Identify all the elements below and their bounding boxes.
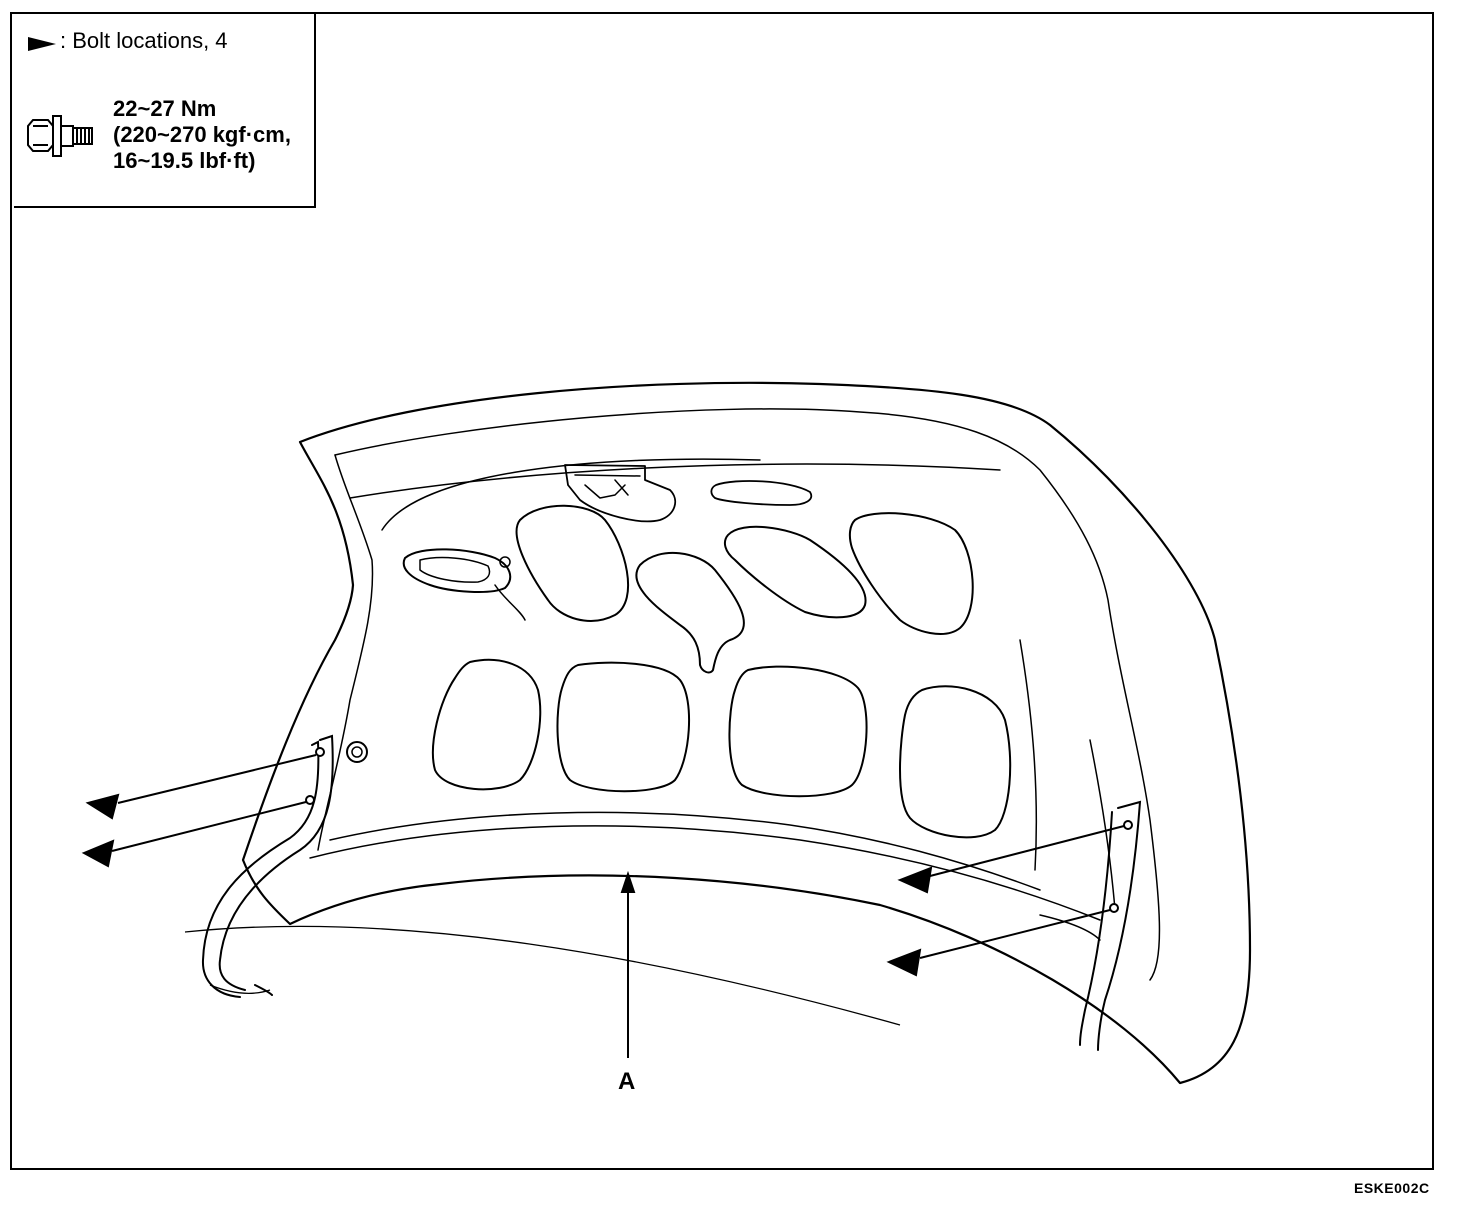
callout-label-a: A [618, 1068, 636, 1095]
figure-frame [10, 12, 1434, 1170]
bolt-hole-right-upper [1123, 820, 1133, 830]
bolt-arrowhead-right-upper [897, 866, 933, 894]
trunk-lid [241, 381, 1252, 1085]
vehicle-body-lines [184, 925, 901, 1026]
right-hinge [1079, 800, 1142, 1051]
torque-value-kgfcm: (220~270 kgf·cm, [113, 122, 291, 147]
bolt-locations-label: : Bolt locations, 4 [60, 28, 228, 53]
arrowhead-marker-icon [28, 37, 56, 51]
torque-value-lbfft: 16~19.5 lbf·ft) [113, 148, 256, 173]
bolt-location-arrows [81, 754, 1125, 977]
bolt-hole-right-lower [1109, 903, 1119, 913]
torque-value-nm: 22~27 Nm [113, 96, 217, 121]
flange-bolt-icon [27, 115, 93, 157]
bolt-holes [305, 747, 1133, 913]
bolt-arrowhead-right-lower [886, 948, 922, 977]
legend-box [14, 14, 316, 208]
bolt-arrowhead-left-lower [81, 839, 115, 868]
callout-a-leader [620, 870, 636, 1058]
bolt-arrowhead-left-upper [85, 793, 120, 820]
left-hinge [201, 734, 334, 998]
bolt-hole-left-lower [305, 795, 315, 805]
figure-code: ESKE002C [1354, 1180, 1430, 1196]
bolt-hole-left-upper [315, 747, 325, 757]
